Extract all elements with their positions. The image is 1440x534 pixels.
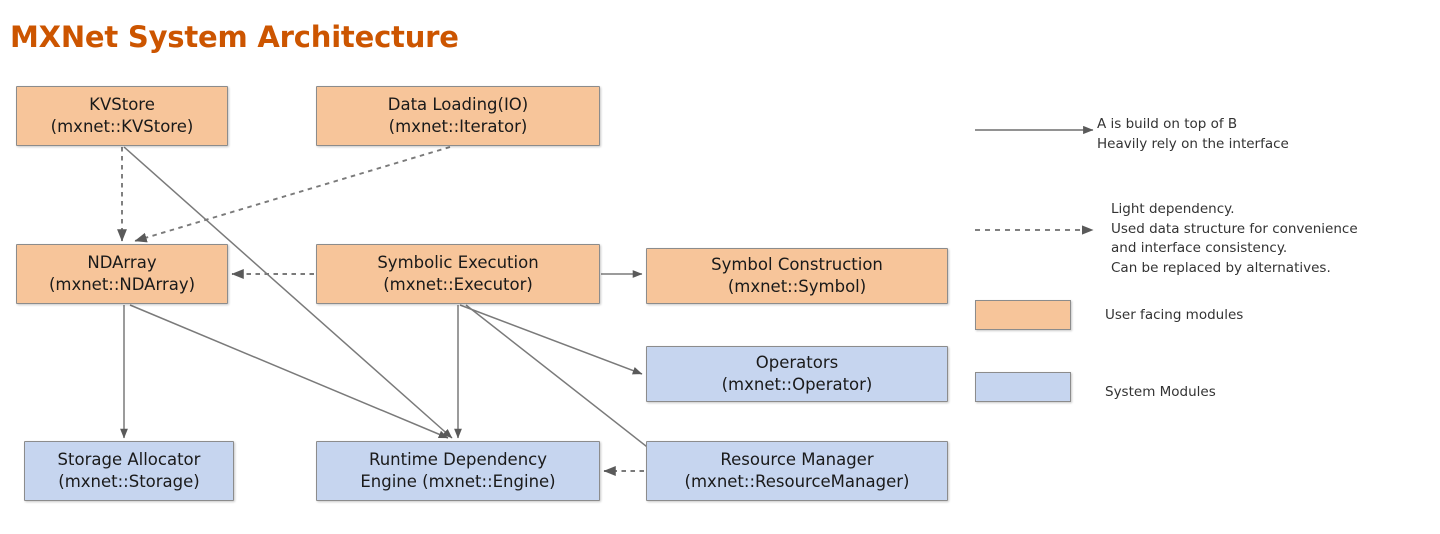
- node-ndarray-title: NDArray: [87, 253, 157, 273]
- edges: [117, 146, 661, 476]
- legend-dashed-description: Light dependency. Used data structure fo…: [1111, 200, 1358, 278]
- node-dataload-title: Data Loading(IO): [387, 95, 529, 115]
- legend-label-system: System Modules: [1105, 384, 1216, 400]
- node-operator-subtitle: (mxnet::Operator): [721, 375, 873, 394]
- node-storage[interactable]: Storage Allocator(mxnet::Storage): [24, 441, 234, 501]
- node-kvstore-title: KVStore: [89, 95, 155, 115]
- legend-dashed-line2: Used data structure for convenience: [1111, 220, 1358, 237]
- edge-dataload-to-ndarray: [134, 146, 451, 243]
- edge-executor-to-resource: [465, 304, 661, 458]
- legend-solid-line1: A is build on top of B: [1097, 116, 1238, 132]
- node-operator-title: Operators: [755, 353, 839, 373]
- edge-kvstore-to-engine: [123, 146, 453, 439]
- legend-label-user-facing: User facing modules: [1105, 307, 1244, 323]
- node-resource-subtitle: (mxnet::ResourceManager): [684, 472, 910, 491]
- legend-dashed-arrow-icon: [975, 225, 1094, 235]
- node-engine-subtitle: Engine (mxnet::Engine): [360, 472, 556, 491]
- legend-dashed-line3: and interface consistency.: [1111, 240, 1288, 257]
- node-storage-subtitle: (mxnet::Storage): [58, 472, 200, 491]
- node-storage-title: Storage Allocator: [57, 450, 201, 470]
- node-ndarray-subtitle: (mxnet::NDArray): [48, 275, 196, 294]
- node-executor-title: Symbolic Execution: [377, 253, 539, 273]
- legend-solid-line2: Heavily rely on the interface: [1097, 135, 1289, 152]
- node-kvstore-subtitle: (mxnet::KVStore): [50, 117, 194, 136]
- node-ndarray[interactable]: NDArray(mxnet::NDArray): [16, 244, 228, 304]
- node-operator[interactable]: Operators(mxnet::Operator): [646, 346, 948, 402]
- legend-solid-description: A is build on top of B Heavily rely on t…: [1097, 115, 1289, 154]
- page-title: MXNet System Architecture: [10, 20, 459, 54]
- node-symbol[interactable]: Symbol Construction(mxnet::Symbol): [646, 248, 948, 304]
- legend-dashed-line4: Can be replaced by alternatives.: [1111, 259, 1331, 276]
- node-engine-title: Runtime Dependency: [368, 450, 548, 470]
- edge-ndarray-to-engine: [129, 304, 449, 439]
- legend-dashed-line1: Light dependency.: [1111, 201, 1235, 217]
- node-resource-title: Resource Manager: [720, 450, 874, 470]
- node-symbol-title: Symbol Construction: [711, 255, 883, 275]
- node-symbol-subtitle: (mxnet::Symbol): [727, 277, 867, 296]
- node-executor[interactable]: Symbolic Execution(mxnet::Executor): [316, 244, 600, 304]
- node-executor-subtitle: (mxnet::Executor): [383, 275, 533, 294]
- edge-executor-to-operator: [459, 304, 643, 375]
- node-dataload-subtitle: (mxnet::Iterator): [388, 117, 528, 136]
- legend-solid-arrow-icon: [975, 125, 1094, 135]
- node-dataload[interactable]: Data Loading(IO)(mxnet::Iterator): [316, 86, 600, 146]
- node-kvstore[interactable]: KVStore(mxnet::KVStore): [16, 86, 228, 146]
- legend-swatch-user-facing: [975, 300, 1071, 330]
- legend-swatch-system: [975, 372, 1071, 402]
- node-resource[interactable]: Resource Manager(mxnet::ResourceManager): [646, 441, 948, 501]
